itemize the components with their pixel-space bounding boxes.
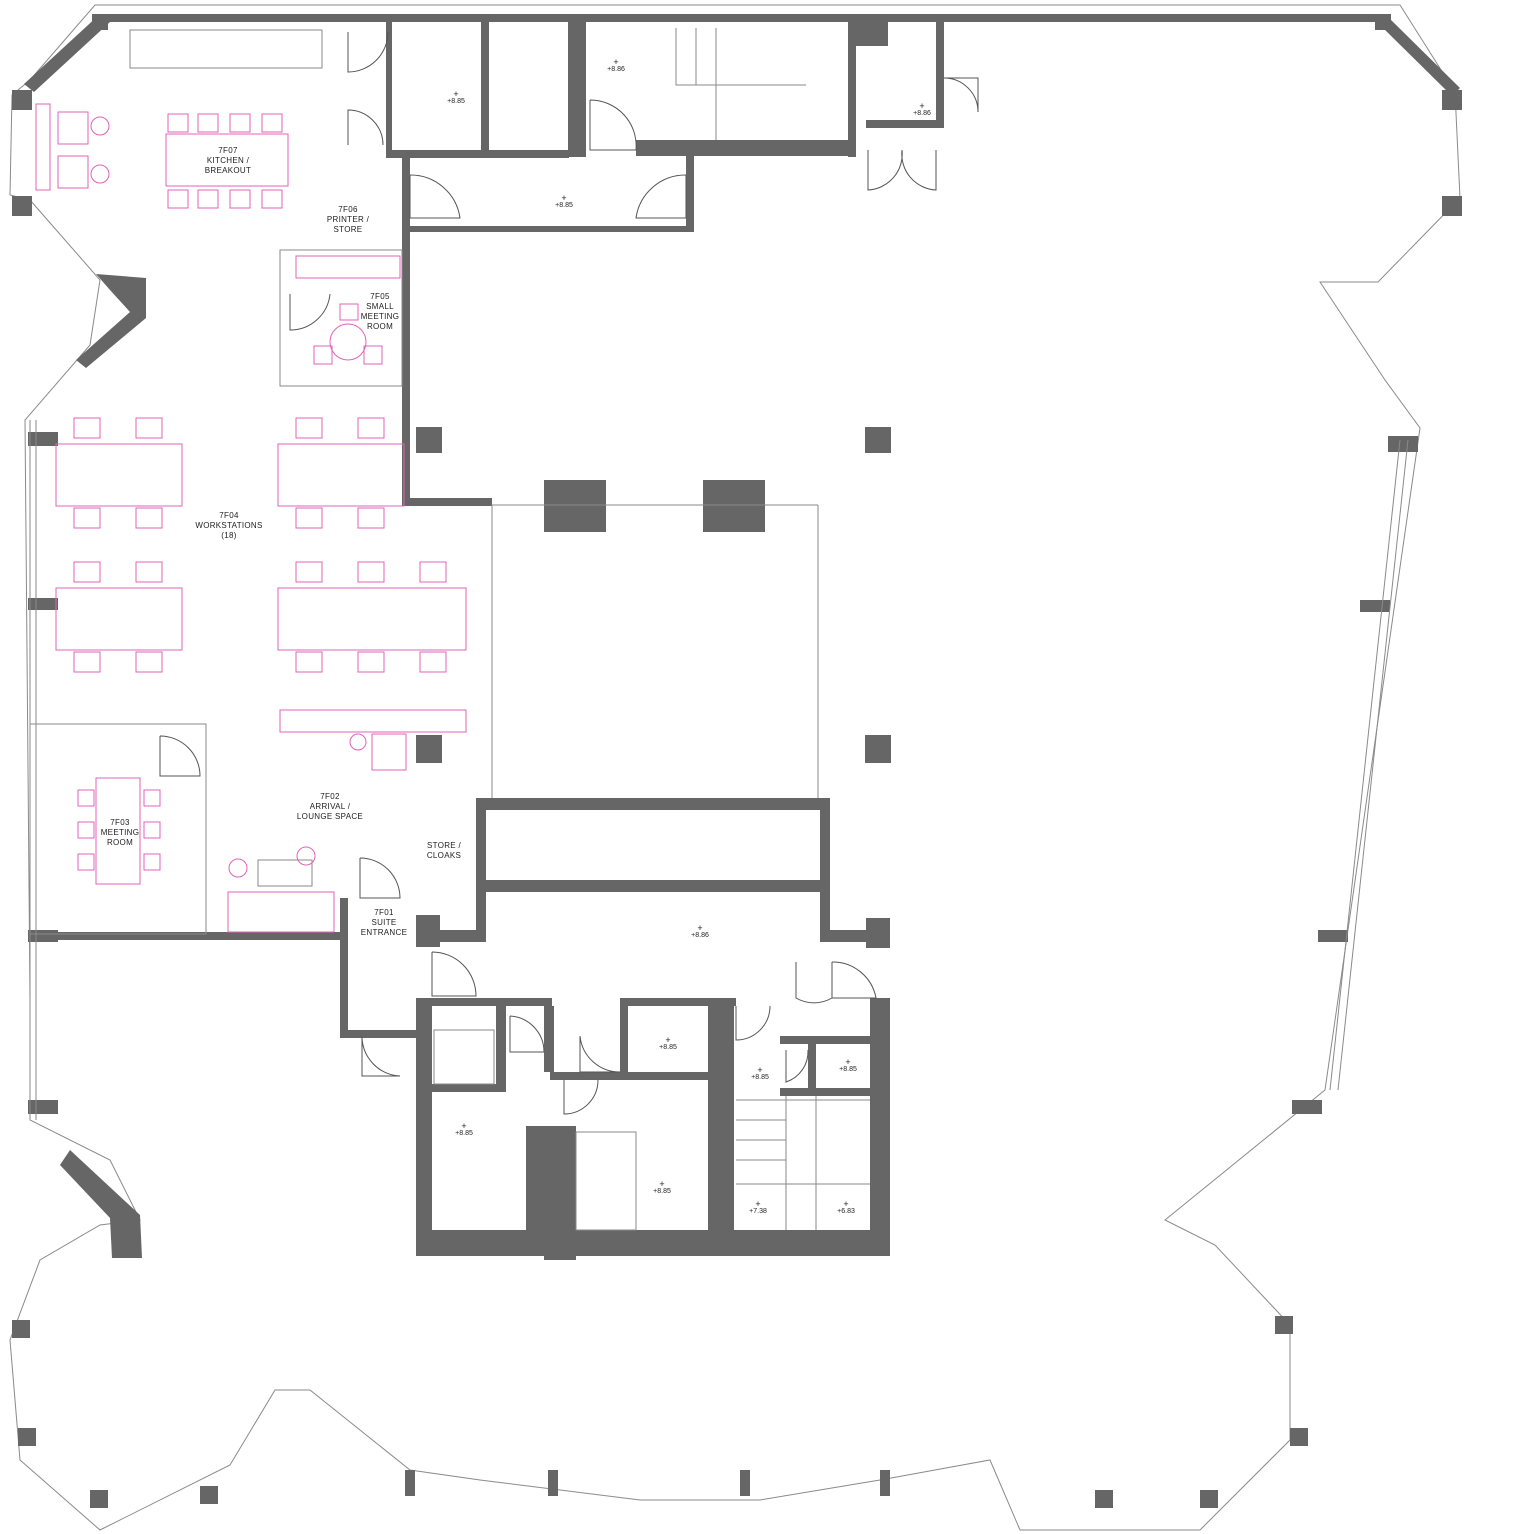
chair [295,417,323,439]
level-marker: +8.86 [904,102,940,118]
thin-lines [29,28,1409,1231]
chair [73,507,101,529]
room-label-store-cloaks: STORE / CLOAKS [426,841,462,860]
chair [357,417,385,439]
chair [135,651,163,673]
chair [73,651,101,673]
level-marker: +8.85 [438,90,474,106]
room-label-meeting-room: 7F03 MEETING ROOM [100,818,140,847]
level-marker: +6.83 [828,1200,864,1216]
level-marker: +7.38 [740,1200,776,1216]
level-marker: +8.85 [830,1058,866,1074]
room-label-suite-entrance: 7F01 SUITE ENTRANCE [360,908,408,937]
chair [295,651,323,673]
level-marker: +8.85 [644,1180,680,1196]
level-marker: +8.85 [650,1036,686,1052]
chair [419,561,447,583]
chair [73,417,101,439]
chair [73,561,101,583]
level-marker: +8.86 [682,924,718,940]
chair [357,561,385,583]
level-marker: +8.85 [742,1066,778,1082]
chair [295,561,323,583]
furniture [35,103,467,933]
level-marker: +8.85 [446,1122,482,1138]
room-label-small-meeting-room: 7F05 SMALL MEETING ROOM [360,292,400,331]
chair [135,417,163,439]
walls [12,14,1462,1508]
room-label-kitchen-breakout: 7F07 KITCHEN / BREAKOUT [204,146,252,175]
building-outline [9,4,1461,1531]
chair [295,507,323,529]
chair [357,507,385,529]
room-label-arrival-lounge: 7F02 ARRIVAL / LOUNGE SPACE [296,792,364,821]
chair [135,507,163,529]
doors [159,31,979,1115]
chair [419,651,447,673]
room-label-workstations: 7F04 WORKSTATIONS (18) [195,511,263,540]
level-marker: +8.85 [546,194,582,210]
level-marker: +8.86 [598,58,634,74]
chair [135,561,163,583]
room-label-printer-store: 7F06 PRINTER / STORE [326,205,370,234]
chair [357,651,385,673]
